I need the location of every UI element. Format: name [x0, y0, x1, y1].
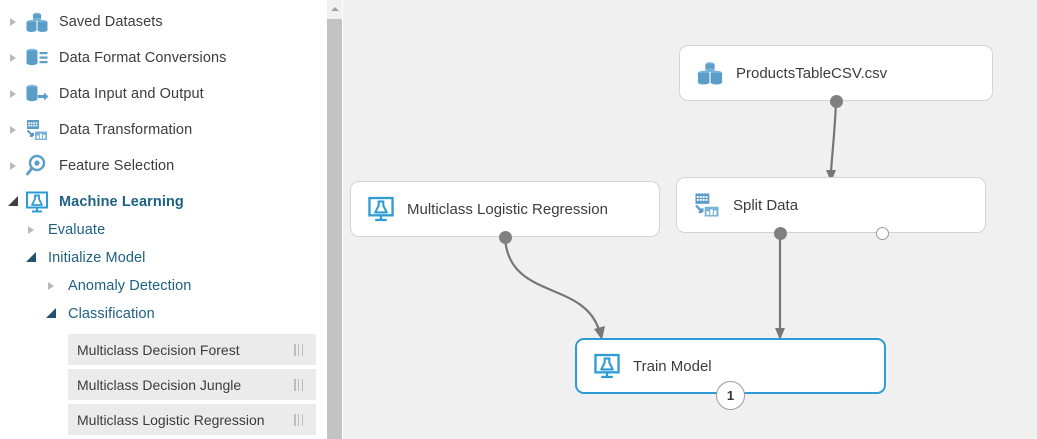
- tree-item-label: Evaluate: [48, 222, 106, 238]
- canvas-node-label: Multiclass Logistic Regression: [407, 200, 608, 218]
- saved-datasets-icon: [22, 7, 52, 37]
- output-port-split-right[interactable]: [876, 227, 889, 240]
- chevron-down-icon[interactable]: [22, 244, 40, 272]
- machine-learning-icon: [22, 187, 52, 217]
- chevron-right-icon[interactable]: [22, 216, 40, 244]
- tree-item-label: Anomaly Detection: [68, 278, 192, 294]
- tree-item-saved-datasets[interactable]: Saved Datasets: [0, 4, 327, 40]
- chevron-right-icon[interactable]: [4, 40, 22, 76]
- scroll-up-arrow-icon[interactable]: [327, 0, 342, 17]
- tree-item-feature-selection[interactable]: Feature Selection: [0, 148, 327, 184]
- drag-handle-icon[interactable]: [294, 343, 303, 356]
- canvas-node-split-data[interactable]: Split Data: [676, 177, 986, 233]
- tree-item-initialize-model[interactable]: Initialize Model: [0, 244, 327, 272]
- data-transformation-icon: [22, 115, 52, 145]
- tree-item-label: Data Input and Output: [59, 86, 204, 102]
- data-format-conversions-icon: [22, 43, 52, 73]
- module-palette-sidebar: Saved Datasets Data Format Conversions: [0, 0, 327, 439]
- tree-item-label: Machine Learning: [59, 194, 184, 210]
- connector-dataset-to-split: [829, 100, 838, 173]
- tree-item-anomaly-detection[interactable]: Anomaly Detection: [0, 272, 327, 300]
- saved-datasets-icon: [693, 56, 727, 90]
- chevron-right-icon[interactable]: [4, 4, 22, 40]
- workflow-canvas[interactable]: ProductsTableCSV.csv Multiclass Logistic…: [343, 0, 1037, 439]
- module-item-multiclass-decision-jungle[interactable]: Multiclass Decision Jungle: [68, 369, 316, 400]
- output-port-split-left[interactable]: [774, 227, 787, 240]
- tree-item-data-format-conversions[interactable]: Data Format Conversions: [0, 40, 327, 76]
- module-item-label: Multiclass Logistic Regression: [77, 411, 265, 428]
- canvas-node-products-table-csv[interactable]: ProductsTableCSV.csv: [679, 45, 993, 101]
- tree-item-data-input-and-output[interactable]: Data Input and Output: [0, 76, 327, 112]
- tree-item-label: Feature Selection: [59, 158, 175, 174]
- chevron-right-icon[interactable]: [4, 76, 22, 112]
- tree-item-label: Data Format Conversions: [59, 50, 227, 66]
- canvas-node-multiclass-logistic-regression[interactable]: Multiclass Logistic Regression: [350, 181, 660, 237]
- canvas-node-label: Train Model: [633, 357, 712, 375]
- module-item-multiclass-logistic-regression[interactable]: Multiclass Logistic Regression: [68, 404, 316, 435]
- canvas-node-label: Split Data: [733, 196, 799, 214]
- tree-item-data-transformation[interactable]: Data Transformation: [0, 112, 327, 148]
- node-order-badge: 1: [716, 381, 745, 410]
- module-item-label: Multiclass Decision Forest: [77, 341, 240, 358]
- output-port-algorithm[interactable]: [499, 231, 512, 244]
- tree-item-evaluate[interactable]: Evaluate: [0, 216, 327, 244]
- module-item-multiclass-decision-forest[interactable]: Multiclass Decision Forest: [68, 334, 316, 365]
- data-input-output-icon: [22, 79, 52, 109]
- chevron-right-icon[interactable]: [42, 272, 60, 300]
- data-transformation-icon: [690, 188, 724, 222]
- tree-item-machine-learning[interactable]: Machine Learning: [0, 184, 327, 220]
- machine-learning-icon: [364, 192, 398, 226]
- tree-item-label: Initialize Model: [48, 250, 146, 266]
- canvas-node-label: ProductsTableCSV.csv: [736, 64, 888, 82]
- output-port-dataset[interactable]: [830, 95, 843, 108]
- scrollbar-thumb[interactable]: [327, 19, 342, 439]
- feature-selection-icon: [22, 151, 52, 181]
- chevron-right-icon[interactable]: [4, 148, 22, 184]
- tree-item-label: Data Transformation: [59, 122, 193, 138]
- sidebar-scrollbar[interactable]: [327, 0, 342, 439]
- drag-handle-icon[interactable]: [294, 413, 303, 426]
- connector-algorithm-to-train: [503, 237, 601, 331]
- tree-item-classification[interactable]: Classification: [0, 300, 327, 328]
- chevron-down-icon[interactable]: [42, 300, 60, 328]
- module-item-label: Multiclass Decision Jungle: [77, 376, 242, 393]
- drag-handle-icon[interactable]: [294, 378, 303, 391]
- chevron-right-icon[interactable]: [4, 112, 22, 148]
- machine-learning-icon: [590, 349, 624, 383]
- tree-item-label: Saved Datasets: [59, 14, 163, 30]
- chevron-down-icon[interactable]: [4, 184, 22, 220]
- tree-item-label: Classification: [68, 306, 155, 322]
